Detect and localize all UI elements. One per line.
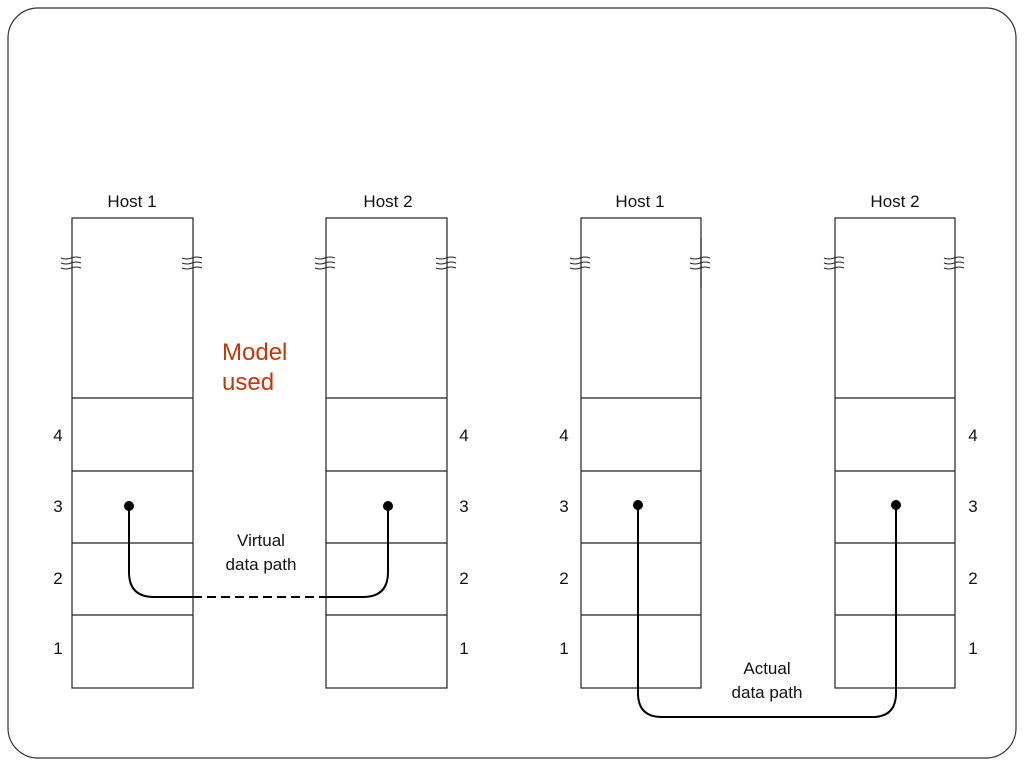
layer-number: 3: [53, 497, 62, 516]
layer-number: 1: [968, 639, 977, 658]
layer-number: 4: [459, 426, 468, 445]
path-label: data path: [226, 555, 297, 574]
layer-number: 3: [459, 497, 468, 516]
break-mark-icon: [435, 256, 457, 270]
path-label: Actual: [743, 659, 790, 678]
host-stack: [325, 217, 448, 689]
break-mark-icon: [823, 256, 845, 270]
break-mark-icon: [181, 256, 203, 270]
host-column-right: Host 2 4 3 2 1: [314, 192, 469, 689]
path-label: Virtual: [237, 531, 285, 550]
layer-number: 2: [53, 569, 62, 588]
virtual-path-right-segment: [326, 506, 389, 598]
host-label: Host 1: [107, 192, 156, 211]
host-stack: [71, 217, 194, 689]
slide-frame: [7, 7, 1017, 759]
layer-number: 2: [559, 569, 568, 588]
layer-number: 2: [968, 569, 977, 588]
break-mark-icon: [314, 256, 336, 270]
layer-number: 4: [559, 426, 568, 445]
break-mark-icon: [689, 256, 711, 270]
host-column-left: Host 1 4 3 2 1: [559, 192, 711, 689]
layer-number: 2: [459, 569, 468, 588]
host-column-right: Host 2 4 3 2 1: [823, 192, 978, 689]
layer-number: 1: [559, 639, 568, 658]
layer-number: 1: [53, 639, 62, 658]
model-note: Model: [222, 339, 287, 366]
layer-number: 1: [459, 639, 468, 658]
virtual-path-left-segment: [128, 506, 193, 598]
layer-number: 3: [968, 497, 977, 516]
model-note: used: [222, 369, 274, 396]
break-mark-icon: [943, 256, 965, 270]
host-label: Host 2: [363, 192, 412, 211]
host-stack: [580, 217, 702, 689]
layer-number: 3: [559, 497, 568, 516]
break-mark-icon: [569, 256, 591, 270]
panel-virtual: Host 1 4 3 2 1 Host 2 4 3 2 1: [53, 192, 469, 689]
actual-path: [637, 505, 897, 718]
host-column-left: Host 1 4 3 2 1: [53, 192, 203, 689]
break-mark-icon: [60, 256, 82, 270]
layer-number: 4: [968, 426, 977, 445]
layer-number: 4: [53, 426, 62, 445]
panel-actual: Host 1 4 3 2 1 Host 2 4 3 2: [559, 192, 978, 718]
host-label: Host 1: [615, 192, 664, 211]
path-label: data path: [732, 683, 803, 702]
host-label: Host 2: [870, 192, 919, 211]
